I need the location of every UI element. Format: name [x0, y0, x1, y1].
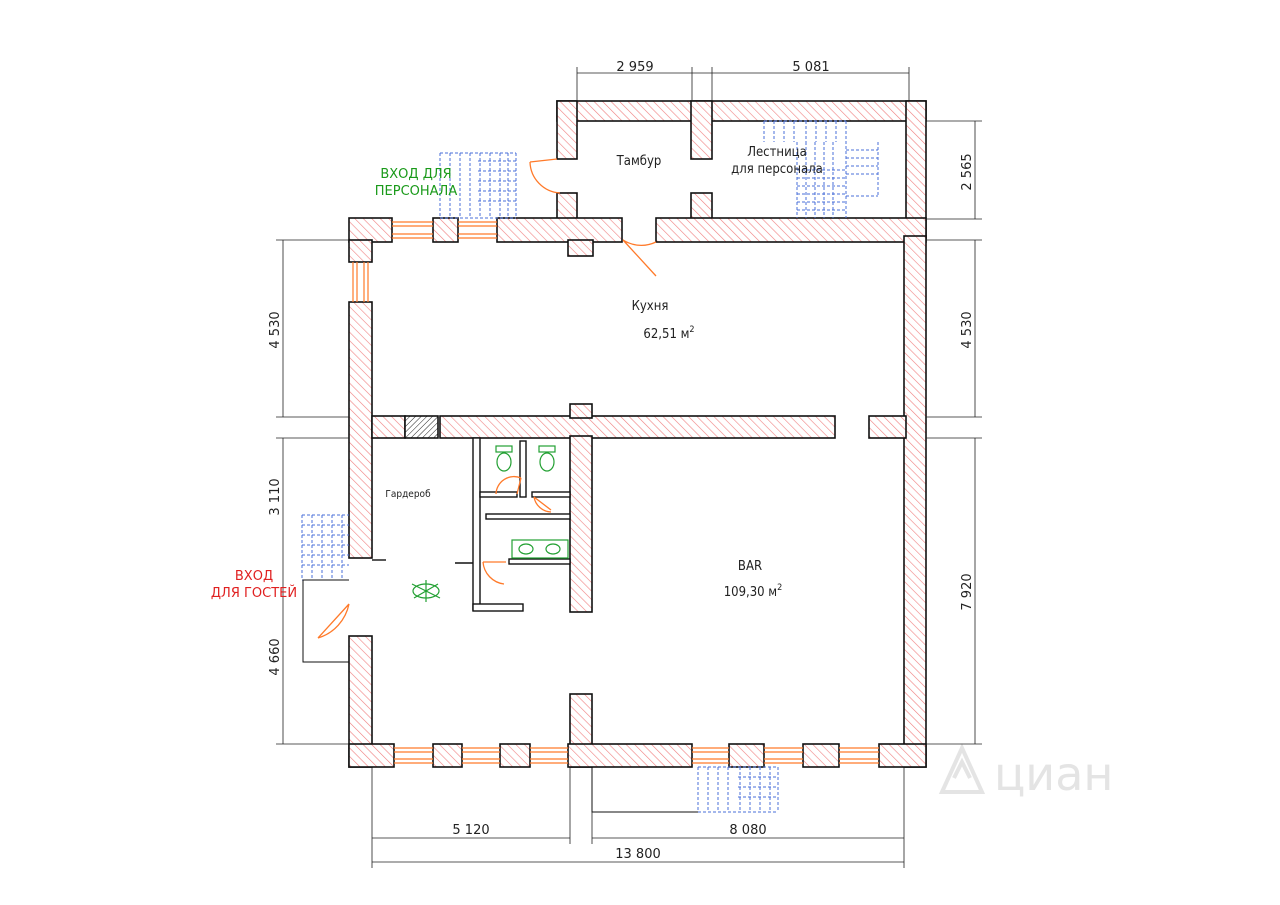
dim-bottom-left: 5 120 — [452, 823, 489, 838]
room-vestibule: Тамбур — [616, 154, 662, 169]
walls — [348, 100, 927, 768]
bottom-wall-e — [728, 743, 765, 768]
bar-exit-stairs — [697, 766, 779, 813]
top-wall-right — [655, 217, 927, 243]
dim-top-left: 2 959 — [616, 60, 653, 75]
left-wall-kitchen — [348, 301, 373, 559]
room-staff-stairs-line2: для персонала — [731, 162, 823, 177]
washbasin-icon — [511, 539, 569, 559]
dim-bottom-right: 8 080 — [729, 823, 766, 838]
guest-porch — [302, 579, 349, 663]
annex-partition-upper — [690, 100, 713, 160]
plant-icon — [411, 580, 441, 602]
toilet-icon — [538, 445, 556, 472]
annex-partition-lower — [690, 192, 713, 221]
room-cloakroom: Гардероб — [385, 488, 431, 500]
room-bar: BAR — [738, 559, 762, 574]
bar-column-wall — [569, 435, 593, 613]
staff-entry-door — [529, 158, 561, 194]
top-wall-mid — [496, 217, 623, 243]
watermark-text: циан — [994, 747, 1113, 801]
bottom-wall-c — [499, 743, 531, 768]
top-wall-left — [348, 217, 393, 243]
annex-left-wall — [556, 100, 578, 160]
mid-wall-right — [868, 415, 907, 439]
toilet-door-2 — [533, 496, 552, 513]
left-wall-top — [348, 239, 373, 263]
washroom-door — [482, 561, 506, 585]
windows — [352, 221, 879, 764]
guest-entry-stairs — [301, 514, 349, 581]
mid-wall-stub — [569, 403, 593, 419]
staff-entrance-label-line2: ПЕРСОНАЛА — [375, 184, 458, 199]
room-staff-stairs-line1: Лестница — [747, 145, 807, 160]
bottom-wall-f — [802, 743, 840, 768]
mid-wall-hatched — [404, 415, 439, 439]
room-bar-area: 109,30 м2 — [724, 583, 783, 600]
bar-exit-porch — [591, 767, 698, 813]
dimension-lines — [276, 67, 982, 868]
dim-right-bar: 7 920 — [960, 573, 975, 610]
bottom-wall-b — [432, 743, 463, 768]
top-wall-stub — [567, 239, 594, 257]
vestibule-left-lower — [556, 192, 578, 221]
staff-entrance-label-line1: ВХОД ДЛЯ — [380, 167, 451, 182]
toilet-icon — [495, 445, 513, 472]
dim-left-kitchen: 4 530 — [268, 311, 283, 348]
room-kitchen-area: 62,51 м2 — [643, 325, 694, 342]
staff-entry-stairs — [439, 152, 517, 219]
bottom-wall-a — [348, 743, 395, 768]
annex-top-wall — [556, 100, 927, 122]
bottom-wall-g — [878, 743, 927, 768]
mid-wall-main — [439, 415, 836, 439]
doors — [317, 158, 657, 639]
toilet-door-1 — [495, 475, 522, 495]
guest-entry-door — [317, 603, 350, 639]
kitchen-door — [622, 239, 657, 277]
dim-left-upper: 3 110 — [268, 478, 283, 515]
dim-right-kitchen: 4 530 — [960, 311, 975, 348]
dim-bottom-total: 13 800 — [615, 847, 661, 862]
fixtures — [411, 445, 569, 602]
watermark-logo-icon — [938, 743, 986, 794]
staff-staircase — [763, 120, 879, 218]
guest-entrance-label-line2: ДЛЯ ГОСТЕЙ — [211, 585, 297, 601]
top-wall-pier — [432, 217, 459, 243]
room-kitchen: Кухня — [632, 299, 669, 314]
guest-entrance-label-line1: ВХОД — [235, 569, 273, 584]
dim-right-top: 2 565 — [960, 153, 975, 190]
watermark: циан — [938, 743, 1113, 801]
bottom-wall-d — [567, 743, 693, 768]
mid-wall-left — [371, 415, 406, 439]
right-wall — [903, 235, 927, 768]
dim-left-lower: 4 660 — [268, 638, 283, 675]
staircases — [301, 120, 879, 813]
dim-top-right: 5 081 — [792, 60, 829, 75]
toilet-partitions — [372, 437, 571, 612]
